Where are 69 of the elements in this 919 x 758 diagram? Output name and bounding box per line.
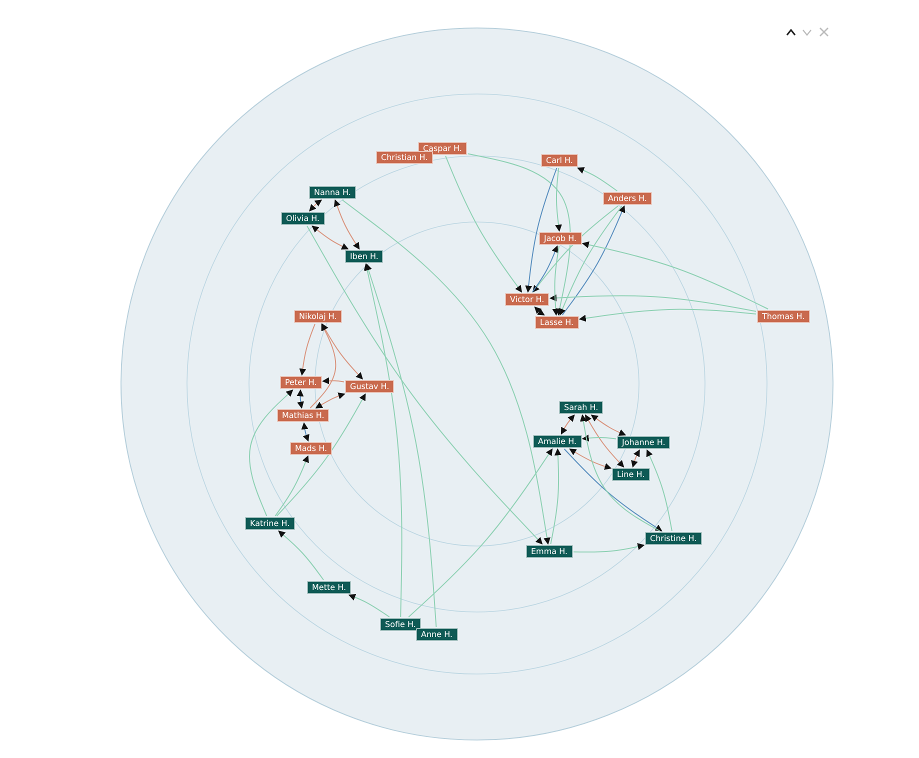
connector-arrow: [296, 389, 304, 409]
connector-arrow: [364, 263, 402, 618]
connector-arrow: [348, 594, 390, 618]
connector-arrow: [334, 199, 360, 250]
connector-arrow: [631, 449, 640, 468]
connector-arrow: [249, 390, 294, 516]
connector-arrow: [315, 392, 346, 408]
person-label: Christine H.: [645, 532, 702, 545]
connector-arrow: [299, 324, 316, 376]
connector-arrow: [365, 263, 437, 628]
connector-arrow: [534, 306, 545, 316]
connector-arrow: [274, 455, 309, 516]
connector-arrow: [580, 414, 660, 532]
connector-arrow: [278, 530, 324, 580]
connector-arrow: [550, 448, 562, 544]
connector-arrow: [306, 226, 543, 544]
connector-arrow: [573, 543, 645, 553]
connector-arrow: [310, 323, 336, 408]
connector-arrow: [301, 422, 310, 442]
person-label: Mette H.: [307, 581, 351, 594]
person-label: Katrine H.: [245, 517, 295, 530]
person-label: Jacob H.: [539, 232, 582, 245]
person-label: Iben H.: [345, 250, 384, 263]
person-label: Victor H.: [505, 293, 550, 306]
connector-arrow: [552, 246, 560, 316]
person-label: Line H.: [612, 468, 650, 481]
person-label: Peter H.: [280, 376, 322, 389]
connector-arrow: [467, 153, 571, 316]
connector-arrow: [582, 241, 769, 310]
person-label: Amalie H.: [533, 435, 582, 448]
connector-arrow: [322, 323, 364, 380]
person-label: Olivia H.: [281, 212, 325, 225]
person-label: Johanne H.: [617, 436, 670, 449]
person-label: Mads H.: [290, 442, 332, 455]
connector-arrow: [532, 245, 558, 292]
connector-arrow: [582, 434, 616, 442]
connector-arrow: [525, 168, 558, 293]
connector-arrow: [408, 448, 553, 618]
person-label: Anders H.: [603, 192, 652, 205]
person-label: Emma H.: [526, 545, 573, 558]
person-label: Sofie H.: [380, 618, 421, 631]
connector-arrow: [532, 206, 618, 293]
person-label: Sarah H.: [559, 401, 604, 414]
person-label: Lasse H.: [535, 316, 579, 329]
connector-arrow: [309, 200, 322, 212]
connector-arrow: [342, 200, 550, 545]
person-label: Christian H.: [376, 151, 433, 164]
connector-arrow: [445, 156, 522, 293]
connector-arrow: [550, 294, 756, 312]
person-label: Carl H.: [541, 154, 578, 167]
connector-arrow: [560, 414, 575, 435]
person-label: Nikolaj H.: [294, 310, 342, 323]
person-label: Caspar H.: [418, 142, 467, 155]
connector-arrow: [577, 167, 618, 192]
person-label: Gustav H.: [345, 380, 394, 393]
connector-arrow: [646, 449, 672, 532]
person-label: Thomas H.: [757, 310, 810, 323]
connector-arrow: [578, 308, 756, 322]
connector-arrow: [312, 226, 349, 250]
connector-arrow: [590, 414, 626, 436]
connector-arrow: [584, 414, 624, 468]
connector-arrow: [569, 448, 612, 470]
connector-arrow: [555, 168, 562, 232]
connector-arrow: [276, 393, 366, 516]
connector-arrow: [322, 377, 344, 384]
connector-arrow: [564, 448, 662, 532]
person-label: Nanna H.: [309, 186, 356, 199]
person-label: Mathias H.: [277, 409, 330, 422]
person-label: Anne H.: [416, 628, 458, 641]
